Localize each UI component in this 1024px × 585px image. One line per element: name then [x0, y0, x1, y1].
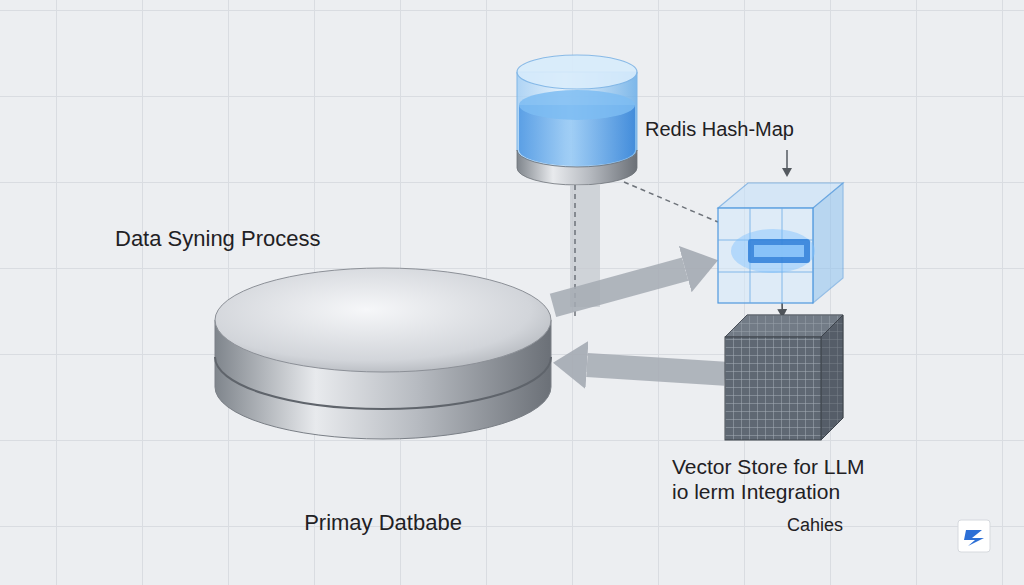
- glow: [731, 229, 815, 273]
- node-outline: [213, 262, 553, 442]
- node-label: Redis Hash-Map: [645, 117, 835, 141]
- link-arrow: [781, 303, 783, 309]
- shape-face: [821, 315, 843, 440]
- shape-face: [718, 183, 843, 208]
- node-grid-cube: Vector Store for LLM io lerm Integration…: [725, 315, 843, 440]
- node-disc: Primay Datbabe: [213, 262, 553, 442]
- brand-logo: [958, 520, 990, 552]
- vector-cube: [725, 315, 843, 440]
- node-outline: [718, 183, 843, 303]
- node-label: Primay Datbabe: [243, 510, 523, 536]
- sync-arrow: [553, 269, 685, 305]
- shape-face: [821, 315, 843, 440]
- redis-cube: [718, 183, 843, 303]
- leader-arrow: [782, 150, 792, 177]
- database-disc: [215, 268, 551, 439]
- node-label: Vector Store for LLM io lerm Integration: [672, 454, 877, 504]
- process-label: Data Syning Process: [115, 226, 320, 252]
- sync-arrow: [587, 365, 725, 374]
- dashed-link: [624, 182, 718, 222]
- node-outline: [725, 315, 843, 440]
- data-block: [748, 239, 810, 263]
- cache-cylinder: [517, 55, 637, 185]
- disc-top: [215, 268, 551, 372]
- node-sublabel: Cahies: [760, 514, 870, 536]
- data-block: [754, 245, 804, 257]
- shape-face: [725, 337, 821, 440]
- node-glass-cube: Redis Hash-Map: [718, 183, 843, 303]
